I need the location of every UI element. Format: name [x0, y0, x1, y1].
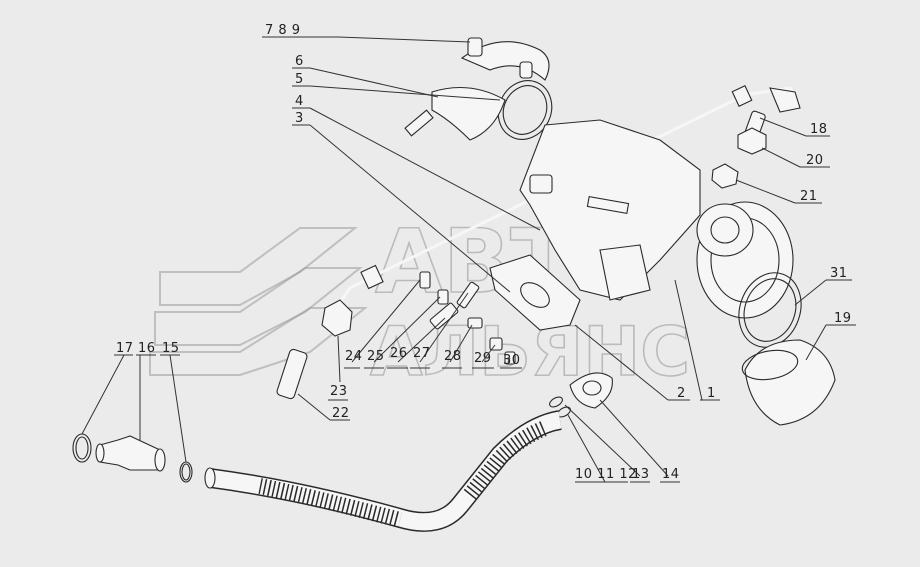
union-nut	[321, 299, 353, 337]
label-18: 18	[810, 122, 828, 137]
label-1: 1	[707, 386, 716, 401]
label-31: 31	[830, 266, 848, 281]
flange-gasket	[489, 254, 581, 331]
label-16: 16	[138, 341, 156, 356]
outlet-clamp	[738, 272, 802, 348]
label-26: 26	[390, 346, 408, 361]
clamp-upper	[460, 37, 550, 81]
label-4: 4	[295, 94, 304, 109]
label-20: 20	[806, 153, 824, 168]
drain-flange	[569, 372, 613, 409]
label-13: 13	[632, 467, 650, 482]
label-3: 3	[295, 111, 304, 126]
label-19: 19	[834, 311, 852, 326]
label-25: 25	[367, 349, 385, 364]
label-15: 15	[162, 341, 180, 356]
watermark-line2: АЛЬЯНС	[370, 313, 690, 392]
label-24: 24	[345, 349, 363, 364]
part-labels: 7 8 9 6 5 4 3 18 20 21 31 19 17 16 15 24…	[116, 23, 852, 482]
drain-hose	[204, 410, 563, 532]
fitting-nut	[737, 127, 767, 155]
hose-connector	[95, 435, 166, 472]
leader-lines	[81, 36, 856, 483]
label-2: 2	[677, 386, 686, 401]
label-30: 30	[503, 353, 521, 368]
outlet-elbow	[741, 339, 836, 426]
label-21: 21	[800, 189, 818, 204]
label-29: 29	[474, 351, 492, 366]
clamp-lower	[404, 87, 506, 141]
o-ring-17	[72, 433, 92, 463]
label-5: 5	[295, 72, 304, 87]
adapter-fitting	[276, 348, 308, 400]
label-28: 28	[444, 349, 462, 364]
watermark-emblem	[149, 227, 368, 376]
nut-21	[711, 163, 739, 189]
o-ring-15	[179, 461, 193, 483]
label-14: 14	[662, 467, 680, 482]
label-23: 23	[330, 384, 348, 399]
label-6: 6	[295, 54, 304, 69]
label-27: 27	[413, 346, 431, 361]
label-22: 22	[332, 406, 350, 421]
label-10-11-12: 10 11 12	[575, 467, 637, 482]
label-7-8-9: 7 8 9	[265, 23, 301, 38]
label-17: 17	[116, 341, 134, 356]
turbocharger-body	[519, 119, 794, 319]
